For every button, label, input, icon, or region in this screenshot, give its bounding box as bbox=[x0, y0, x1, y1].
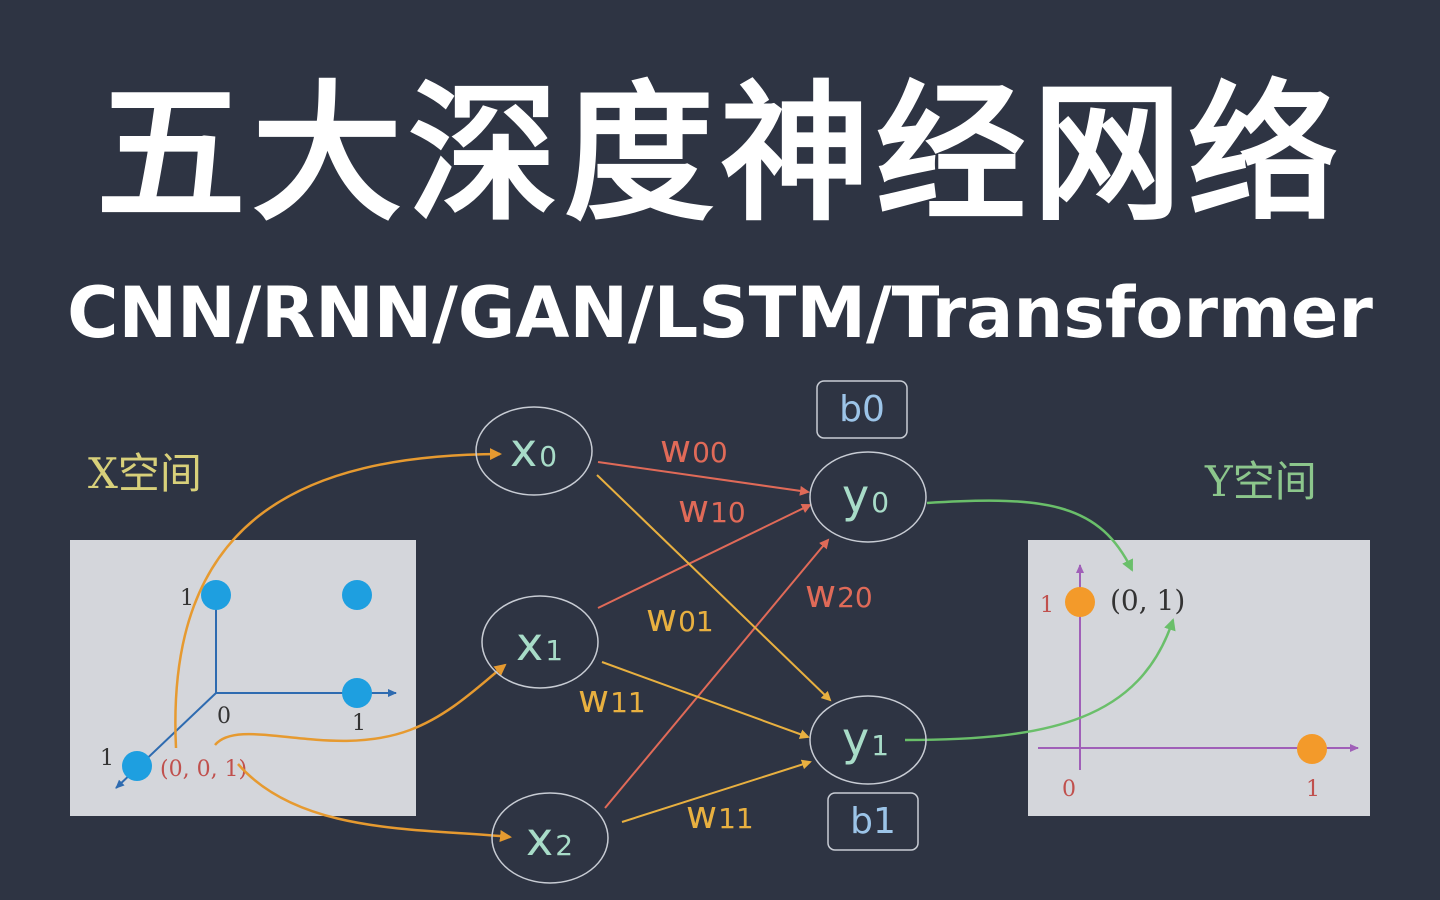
x-point-front bbox=[122, 751, 152, 781]
curve-to-x2 bbox=[237, 763, 512, 842]
node-x0: x0 bbox=[475, 406, 593, 496]
node-y0-base: y bbox=[842, 469, 869, 523]
weight-w10: w10 bbox=[678, 487, 746, 531]
node-y1-sub: 1 bbox=[871, 729, 889, 762]
node-x2-base: x bbox=[526, 812, 553, 866]
edge-w00 bbox=[597, 461, 810, 496]
curve-to-x0 bbox=[174, 448, 502, 749]
x-point-right bbox=[342, 678, 372, 708]
curve-y0-to-yspace bbox=[926, 499, 1134, 572]
subtitle: CNN/RNN/GAN/LSTM/Transformer bbox=[67, 272, 1373, 354]
weight-w00: w00 bbox=[660, 427, 728, 471]
y-space-plot: 1 0 1 (0, 1) bbox=[1028, 540, 1370, 816]
edge-w21 bbox=[621, 759, 812, 823]
y-space-label: Y空间 bbox=[1204, 457, 1317, 506]
weight-w01: w01 bbox=[646, 596, 714, 640]
x-space-plot: 1 0 1 1 (0, 0, 1) bbox=[70, 540, 416, 816]
node-x2-sub: 2 bbox=[555, 829, 573, 862]
y-tick-one-x: 1 bbox=[1306, 777, 1320, 802]
node-y1: y1 bbox=[809, 695, 927, 785]
svg-text:y0: y0 bbox=[842, 469, 889, 523]
svg-text:x2: x2 bbox=[526, 812, 573, 866]
y-point-right bbox=[1297, 734, 1327, 764]
edge-w10 bbox=[597, 503, 812, 609]
weight-w11-upper: w11 bbox=[578, 677, 646, 721]
bias-b0-label: b0 bbox=[839, 389, 885, 430]
bias-b1-label: b1 bbox=[850, 801, 896, 842]
node-x0-base: x bbox=[510, 423, 537, 477]
x-point-label: (0, 0, 1) bbox=[160, 757, 247, 782]
svg-text:x1: x1 bbox=[516, 617, 563, 671]
node-x0-sub: 0 bbox=[539, 440, 557, 473]
y-point-up bbox=[1065, 587, 1095, 617]
y-plot-background bbox=[1028, 540, 1370, 816]
y-point-label: (0, 1) bbox=[1110, 584, 1185, 617]
weight-w20: w20 bbox=[805, 572, 873, 616]
node-y0: y0 bbox=[809, 451, 927, 543]
bias-b1: b1 bbox=[827, 792, 919, 851]
curve-to-x1 bbox=[214, 663, 507, 746]
x-tick-one-z: 1 bbox=[100, 746, 114, 771]
curve-y1-to-yspace bbox=[904, 618, 1176, 742]
main-title: 五大深度神经网络 bbox=[95, 68, 1344, 242]
node-x1-sub: 1 bbox=[545, 634, 563, 667]
node-x1-base: x bbox=[516, 617, 543, 671]
node-y0-sub: 0 bbox=[871, 486, 889, 519]
svg-text:x0: x0 bbox=[510, 423, 557, 477]
edge-w01 bbox=[596, 474, 832, 702]
x-tick-zero: 0 bbox=[217, 704, 231, 729]
y-tick-one-y: 1 bbox=[1040, 593, 1054, 618]
y-tick-zero: 0 bbox=[1062, 777, 1076, 802]
x-tick-one-x: 1 bbox=[352, 711, 366, 736]
weight-w11-lower: w11 bbox=[686, 793, 754, 837]
svg-text:y1: y1 bbox=[842, 712, 889, 766]
edge-w20 bbox=[604, 538, 830, 809]
x-tick-one-y: 1 bbox=[180, 586, 194, 611]
node-x1: x1 bbox=[481, 595, 599, 689]
node-y1-base: y bbox=[842, 712, 869, 766]
x-space-label: X空间 bbox=[88, 449, 202, 498]
edge-w11 bbox=[601, 661, 810, 739]
bias-b0: b0 bbox=[816, 380, 908, 439]
x-point-top-left bbox=[201, 580, 231, 610]
node-x2: x2 bbox=[491, 792, 609, 884]
x-point-top-right bbox=[342, 580, 372, 610]
